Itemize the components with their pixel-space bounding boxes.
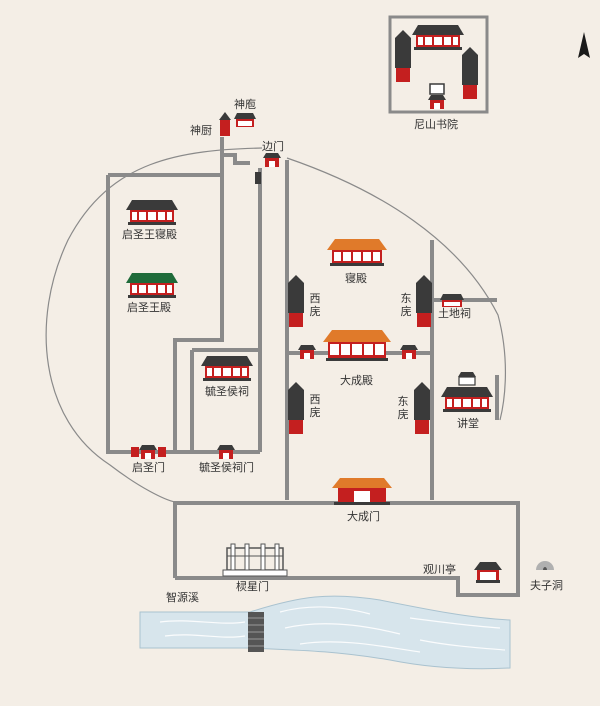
label-shenchu: 神厨: [190, 124, 212, 137]
xiwu-1-icon: [288, 275, 304, 327]
label-dachengmen: 大成门: [347, 510, 380, 523]
xiwu-2-icon: [288, 382, 304, 434]
label-yushenghou-cimen: 毓圣侯祠门: [199, 461, 254, 474]
dachengdian-side-gate-right: [400, 345, 418, 359]
label-qindian: 寝殿: [345, 272, 367, 285]
label-yushenghou-ci: 毓圣侯祠: [205, 385, 249, 398]
qsw-qindian-icon: [126, 200, 178, 225]
dongwu-1-icon: [416, 275, 432, 327]
label-shenpao: 神庖: [234, 98, 256, 111]
zhiyuan-river: [139, 595, 511, 670]
label-dongwu-1: 东庑: [400, 292, 412, 318]
shenpao-building-icon: [234, 113, 256, 127]
north-arrow-icon: [578, 32, 590, 58]
jiangtang-icon: [441, 372, 493, 412]
nishan-academy-compound: [388, 15, 489, 114]
lingxingmen-gate-icon: [222, 543, 288, 577]
label-guanchuanting: 观川亭: [423, 563, 456, 576]
corner-gate-icon: [255, 172, 261, 184]
left-compound-walls: [106, 137, 262, 454]
outer-wall-curve: [45, 147, 263, 503]
guanchuanting-icon: [474, 562, 502, 583]
cave-icon: [536, 561, 554, 570]
shenchu-building-icon: [219, 112, 231, 136]
label-lingxingmen: 棂星门: [236, 580, 269, 593]
dongwu-2-icon: [414, 382, 430, 434]
label-dongwu-2: 东庑: [397, 395, 409, 421]
label-nishan-academy: 尼山书院: [414, 118, 458, 131]
bridge-icon: [248, 612, 264, 652]
bianmen-gate-icon: [263, 153, 281, 167]
river-ripples: [159, 606, 506, 653]
label-xiwu-2: 西庑: [309, 393, 321, 419]
central-compound-walls: [285, 160, 499, 500]
yushenghou-cimen-gate-icon: [217, 445, 235, 459]
dachengmen-gate-icon: [332, 478, 392, 505]
outer-wall-curve-right: [286, 157, 507, 421]
label-qsw-dian: 启圣王殿: [127, 301, 171, 314]
label-qishengmen: 启圣门: [132, 461, 165, 474]
yushenghou-ci-icon: [201, 356, 253, 381]
label-zhiyuanxi: 智源溪: [166, 591, 199, 604]
label-jiangtang: 讲堂: [457, 417, 479, 430]
dachengdian-icon: [323, 330, 391, 361]
qsw-dian-icon: [126, 273, 178, 298]
lower-courtyard-walls: [173, 501, 520, 597]
label-bianmen: 边门: [262, 140, 284, 153]
tudici-icon: [440, 294, 464, 307]
label-dachengdian: 大成殿: [340, 374, 373, 387]
label-qsw-qindian: 启圣王寝殿: [122, 228, 177, 241]
label-tudici: 土地祠: [438, 307, 471, 320]
label-fuzidong: 夫子洞: [530, 579, 563, 592]
qishengmen-gate-icon: [131, 445, 166, 459]
dachengdian-side-gate-left: [298, 345, 316, 359]
qindian-icon: [327, 239, 387, 266]
label-xiwu-1: 西庑: [309, 292, 321, 318]
